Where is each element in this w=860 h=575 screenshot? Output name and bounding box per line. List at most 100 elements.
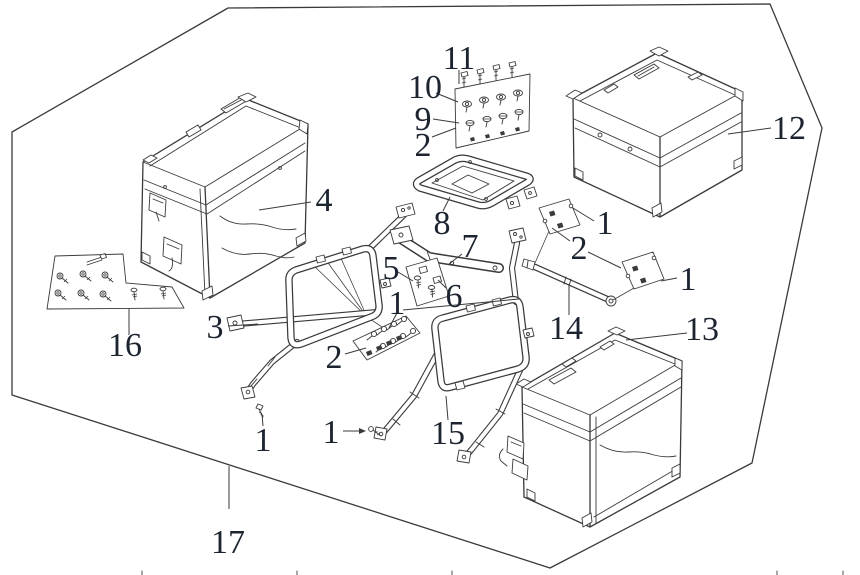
ear-hole bbox=[526, 332, 530, 336]
ear-hole bbox=[383, 282, 387, 286]
corner-foot bbox=[201, 285, 214, 301]
plate-screws bbox=[413, 275, 436, 298]
assembly-line bbox=[612, 287, 635, 301]
bracket-hole bbox=[400, 207, 406, 213]
plate bbox=[352, 315, 421, 361]
support-strap bbox=[389, 225, 504, 273]
case-outline bbox=[521, 332, 683, 528]
mount-tab bbox=[523, 186, 538, 200]
strut-rod-inner bbox=[532, 264, 610, 302]
corner-guard bbox=[674, 357, 683, 371]
foot-hole bbox=[461, 454, 467, 460]
eye-hole bbox=[608, 298, 614, 304]
square-hole bbox=[632, 265, 639, 272]
leader-13 bbox=[625, 332, 688, 341]
corner-foot bbox=[526, 488, 536, 502]
leader-9 bbox=[432, 118, 460, 124]
leader-1-center-long bbox=[402, 298, 520, 311]
bracket-hole bbox=[407, 206, 411, 210]
plate-nuts bbox=[366, 335, 403, 356]
sheet-tick-marks bbox=[141, 570, 844, 575]
square-nuts bbox=[470, 127, 520, 142]
callout-1-bottom-left: 1 bbox=[255, 422, 272, 459]
fork-line bbox=[526, 260, 529, 269]
upper-arm-inner bbox=[367, 213, 406, 251]
callout-10: 10 bbox=[408, 69, 442, 106]
side-latch bbox=[162, 236, 183, 265]
plate-screw bbox=[625, 273, 631, 279]
kit-screws bbox=[130, 286, 167, 301]
lid-seam bbox=[589, 386, 682, 442]
carry-handle bbox=[548, 367, 577, 385]
frame-loop-inner bbox=[432, 297, 529, 391]
tab-hole bbox=[232, 320, 238, 326]
latch-lever bbox=[498, 448, 508, 467]
corner-guard bbox=[237, 92, 257, 103]
rack-braces bbox=[311, 255, 389, 332]
leader-3 bbox=[227, 323, 259, 327]
leader-1-bottom-left bbox=[261, 413, 264, 427]
corner-guard bbox=[607, 326, 626, 336]
corner-foot bbox=[295, 232, 307, 247]
corner-guard bbox=[734, 87, 744, 102]
corner-guard bbox=[649, 46, 669, 57]
latch-line bbox=[510, 441, 522, 447]
mount-tab bbox=[505, 195, 521, 210]
frame-ear bbox=[491, 297, 502, 307]
leader-1-center bbox=[388, 312, 398, 329]
callout-2-center: 2 bbox=[326, 339, 343, 376]
plate-screw bbox=[651, 255, 657, 261]
lid-seam bbox=[523, 412, 591, 442]
latch-knob bbox=[597, 132, 603, 138]
leader-6 bbox=[437, 279, 447, 289]
corner-foot bbox=[651, 202, 663, 218]
long-screws bbox=[460, 61, 517, 88]
latch-lever bbox=[155, 211, 160, 222]
leader-1-right-top bbox=[572, 207, 595, 222]
callout-1-center: 1 bbox=[389, 285, 406, 322]
rack-rail-inner bbox=[414, 155, 533, 209]
lid-seam bbox=[522, 403, 591, 433]
lid-seam bbox=[143, 179, 207, 206]
callout-4: 4 bbox=[316, 182, 333, 219]
pannier-rack-right bbox=[373, 227, 535, 464]
kit-pin bbox=[86, 253, 107, 266]
leader-5 bbox=[397, 271, 414, 282]
lid-latch-tab bbox=[599, 340, 615, 351]
front-corner-edge bbox=[204, 186, 211, 299]
screw-small-mid bbox=[368, 426, 382, 437]
panel-contour-line bbox=[219, 215, 297, 231]
leader-2-center bbox=[344, 347, 367, 355]
lid-latch-tab bbox=[687, 71, 703, 81]
leg-joint-ticks bbox=[475, 408, 506, 448]
top-case bbox=[565, 46, 744, 218]
lid-rim bbox=[149, 105, 302, 167]
callout-leaders bbox=[128, 70, 772, 509]
square-hole bbox=[549, 210, 556, 217]
lid-seam bbox=[205, 142, 306, 206]
callout-1-right-top: 1 bbox=[597, 205, 614, 242]
plate bbox=[405, 257, 450, 307]
lid-latch-tab bbox=[185, 124, 202, 138]
lid-seam bbox=[659, 121, 742, 168]
frame-loop-inner bbox=[286, 246, 382, 348]
corner-guard bbox=[298, 119, 309, 135]
callout-12: 12 bbox=[772, 110, 806, 147]
pannier-rack-left bbox=[226, 202, 416, 400]
leader-15 bbox=[445, 395, 449, 421]
lid-seam bbox=[589, 377, 682, 433]
nut-plate bbox=[418, 265, 428, 274]
strut-eye-end bbox=[605, 295, 617, 307]
lid-seam bbox=[659, 112, 742, 159]
leader-arrowhead bbox=[359, 428, 366, 434]
rack-inner-plate bbox=[431, 165, 515, 201]
leg-foot bbox=[373, 426, 388, 441]
hardware-kit-plate bbox=[46, 253, 185, 310]
lid-seam bbox=[206, 150, 306, 215]
kit-bolts bbox=[54, 270, 114, 302]
panel-contour-line bbox=[599, 444, 677, 458]
leader-2-top bbox=[431, 127, 457, 138]
support-strut bbox=[521, 258, 617, 307]
frame-ear bbox=[454, 380, 466, 391]
callout-13: 13 bbox=[685, 311, 719, 348]
